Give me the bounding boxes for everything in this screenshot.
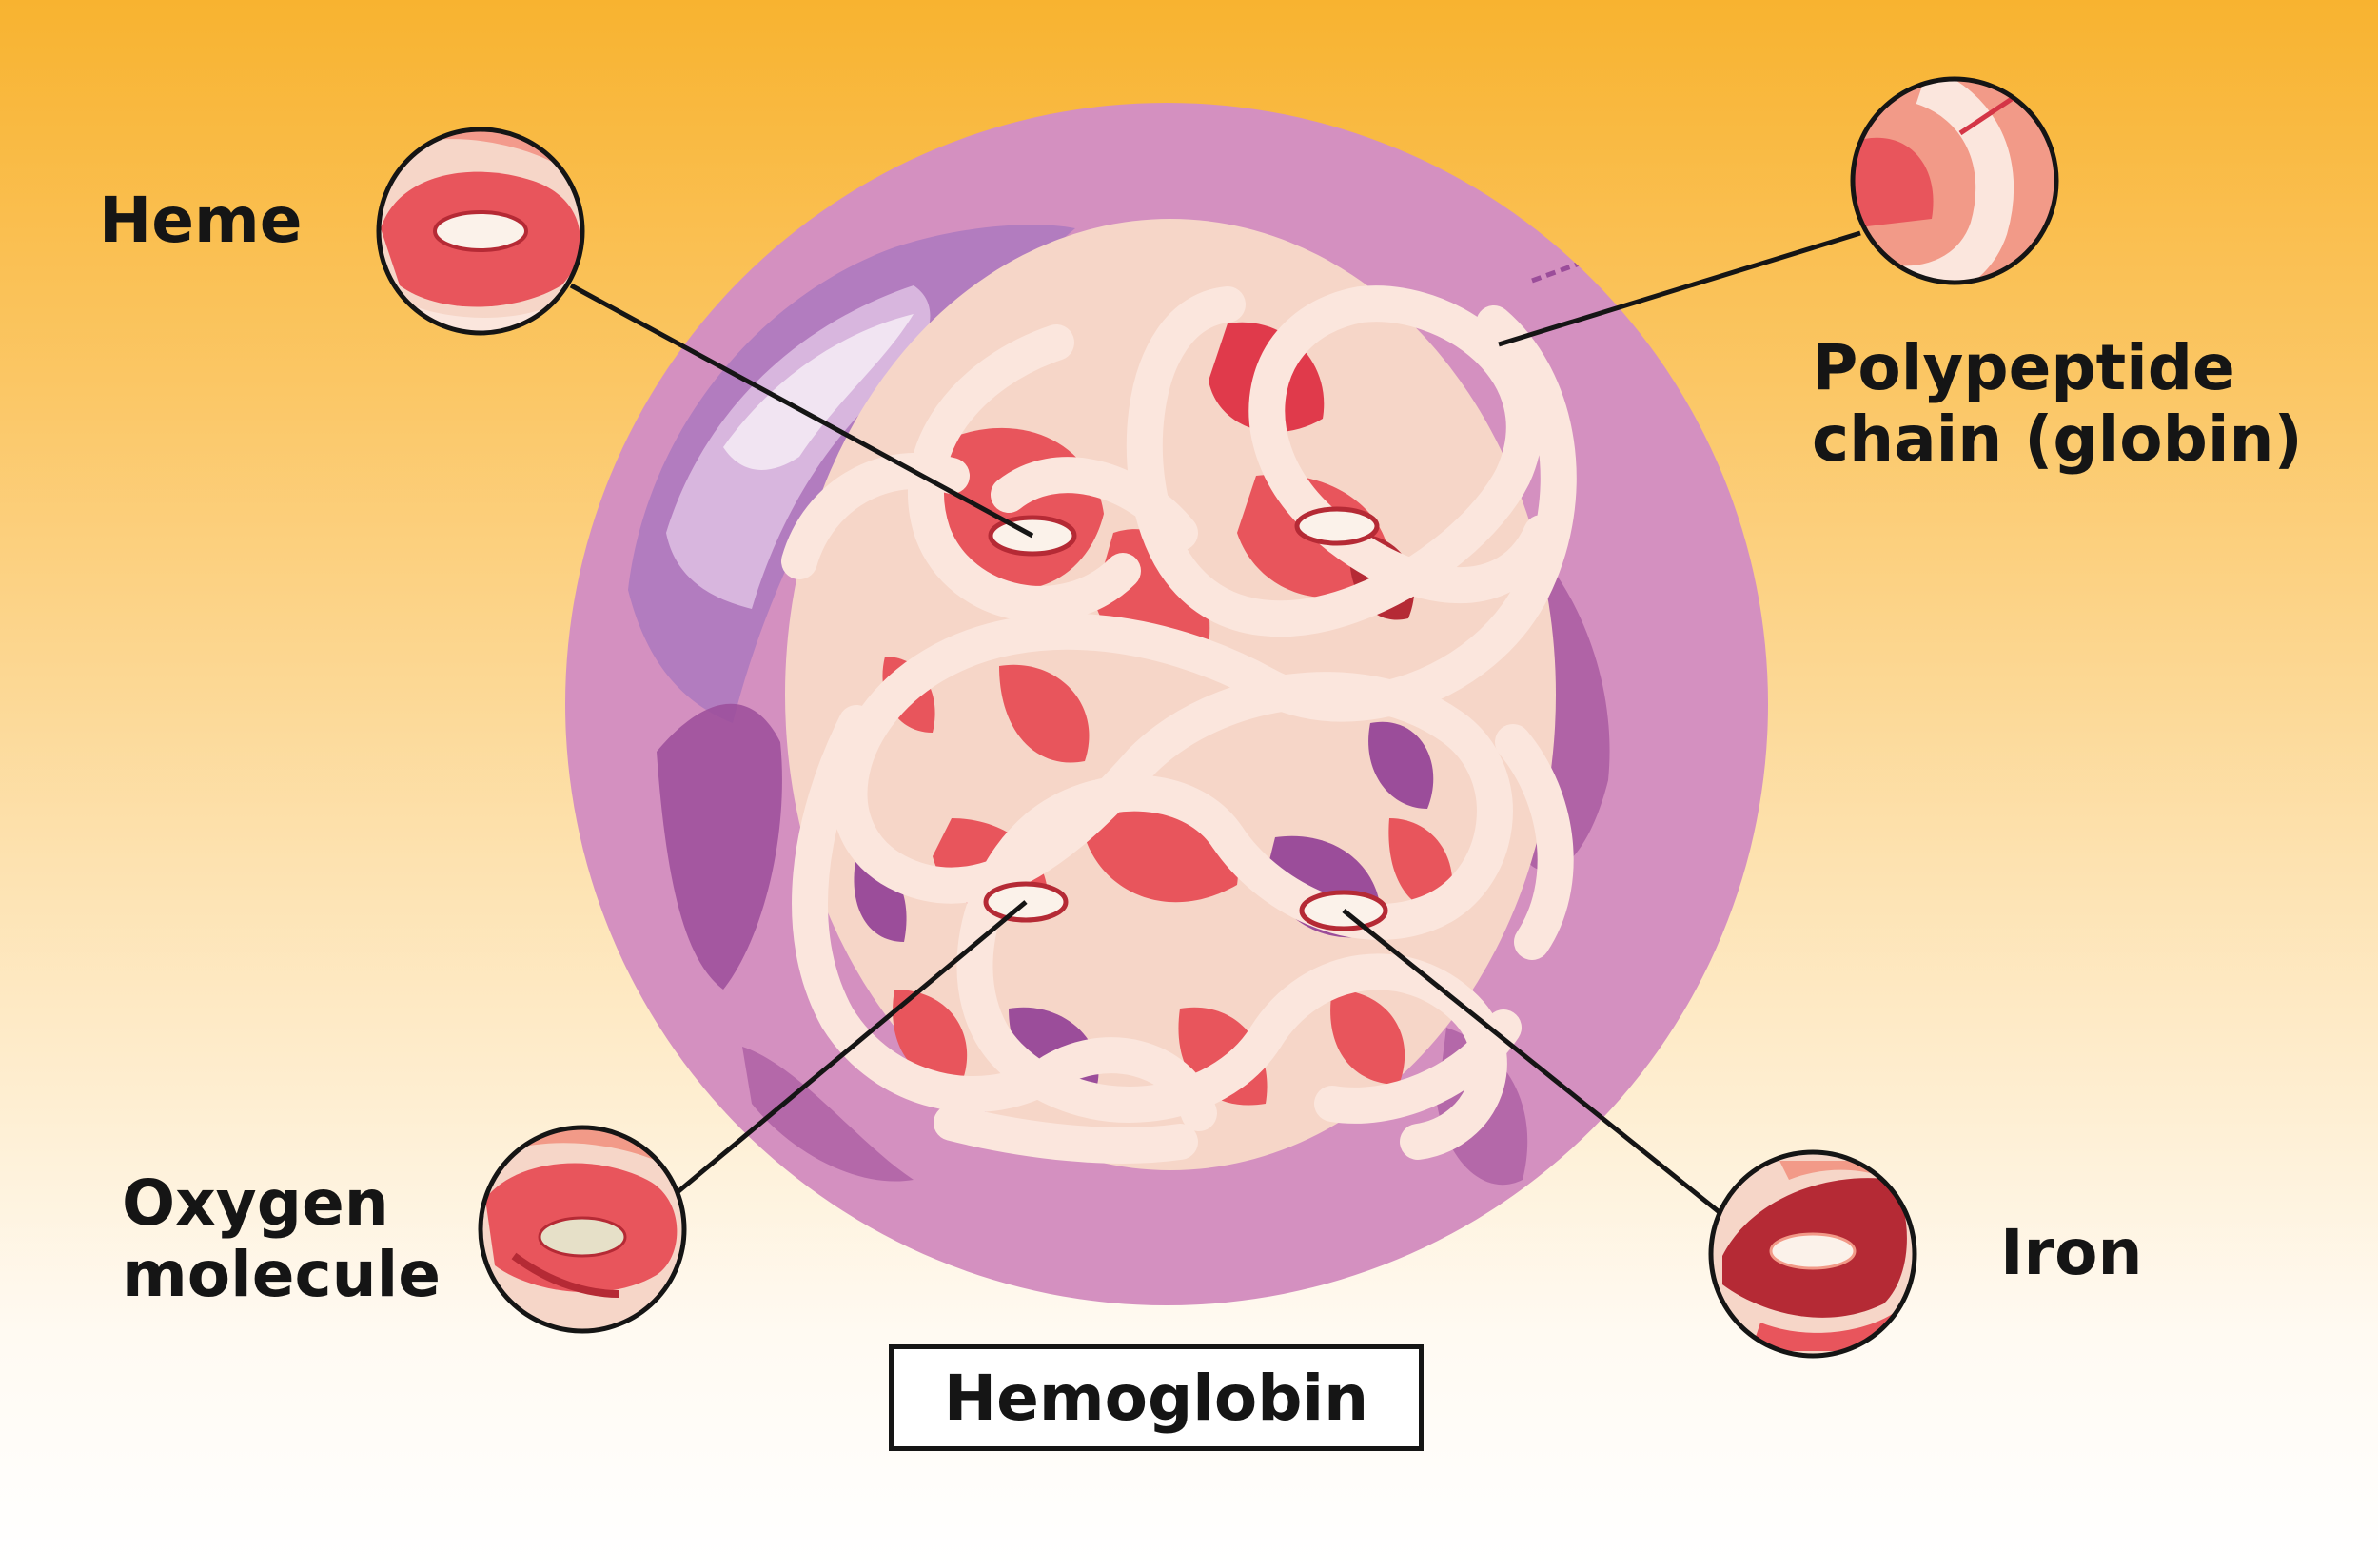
leader-lines (569, 230, 1861, 1215)
iron-label-text: Iron (2000, 1216, 2143, 1289)
oxygen-label-line2: molecule (122, 1237, 441, 1311)
heme-label: Heme (99, 184, 303, 257)
diagram-title-box: Hemoglobin (889, 1344, 1424, 1451)
globin-core (781, 219, 1577, 1170)
magnifier-circle-polypeptide-icon (1850, 76, 2059, 285)
polypeptide-label: Polypeptide chain (globin) (1812, 331, 2303, 476)
polypeptide-label-line1: Polypeptide (1812, 331, 2235, 404)
oxygen-leader-line (676, 900, 1028, 1194)
iron-label: Iron (2000, 1216, 2143, 1289)
diagram-title: Hemoglobin (943, 1361, 1369, 1435)
oxygen-label-line1: Oxygen (122, 1166, 389, 1240)
heme-leader-line (569, 283, 1034, 539)
magnifier-circle-oxygen-icon (478, 1125, 687, 1334)
magnifier-circle-iron-icon (1708, 1149, 1917, 1359)
polypeptide-label-line2: chain (globin) (1812, 402, 2303, 476)
oxygen-label: Oxygen molecule (122, 1166, 441, 1311)
heme-label-text: Heme (99, 184, 303, 257)
polypeptide-leader-line (1498, 230, 1861, 347)
magnifier-circle-heme-icon (376, 127, 585, 336)
iron-leader-line (1342, 909, 1722, 1215)
globin-chain-loops (781, 285, 1577, 1164)
